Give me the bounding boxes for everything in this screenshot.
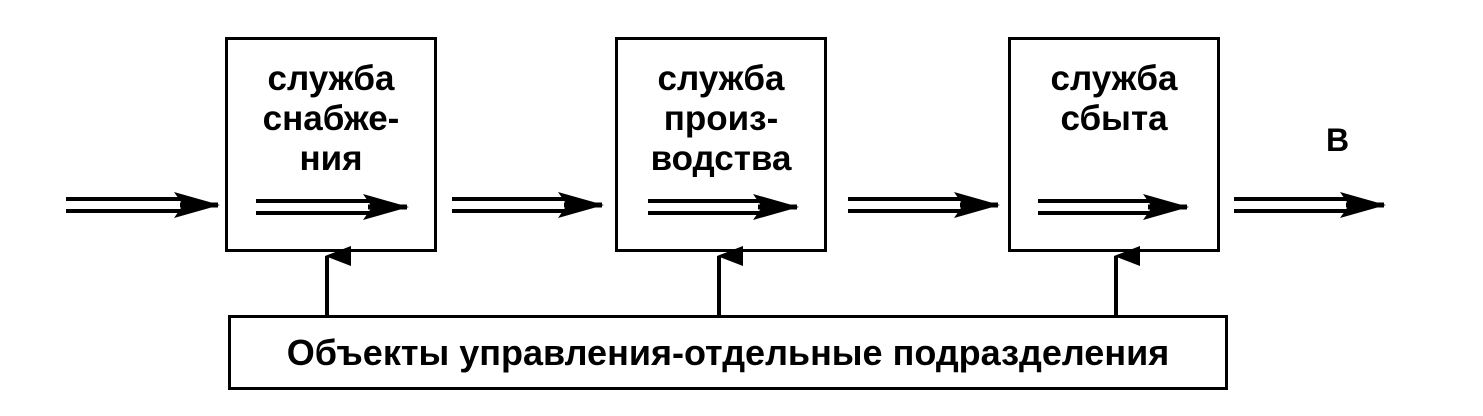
- supply-service-label: служба снабже- ния: [262, 59, 400, 178]
- output-label: В: [1326, 122, 1350, 158]
- supply-service-box: служба снабже- ния: [225, 37, 437, 252]
- production-internal-arrow: [648, 194, 799, 220]
- sales-internal-arrow: [1038, 194, 1189, 220]
- input-flow-arrow: [66, 192, 220, 218]
- output-flow-arrow: [1234, 192, 1386, 218]
- management-objects-box: Объекты управления-отдельные подразделен…: [228, 315, 1228, 390]
- supply-internal-arrow: [256, 194, 409, 220]
- sales-service-box: служба сбыта: [1008, 37, 1220, 252]
- production-service-label: служба произ- водства: [650, 59, 792, 178]
- flow-arrow-1-to-2: [452, 192, 604, 218]
- flow-arrow-2-to-3: [848, 192, 1000, 218]
- management-objects-label: Объекты управления-отдельные подразделен…: [286, 332, 1170, 373]
- sales-service-label: служба сбыта: [1050, 59, 1178, 138]
- production-service-box: служба произ- водства: [615, 37, 827, 252]
